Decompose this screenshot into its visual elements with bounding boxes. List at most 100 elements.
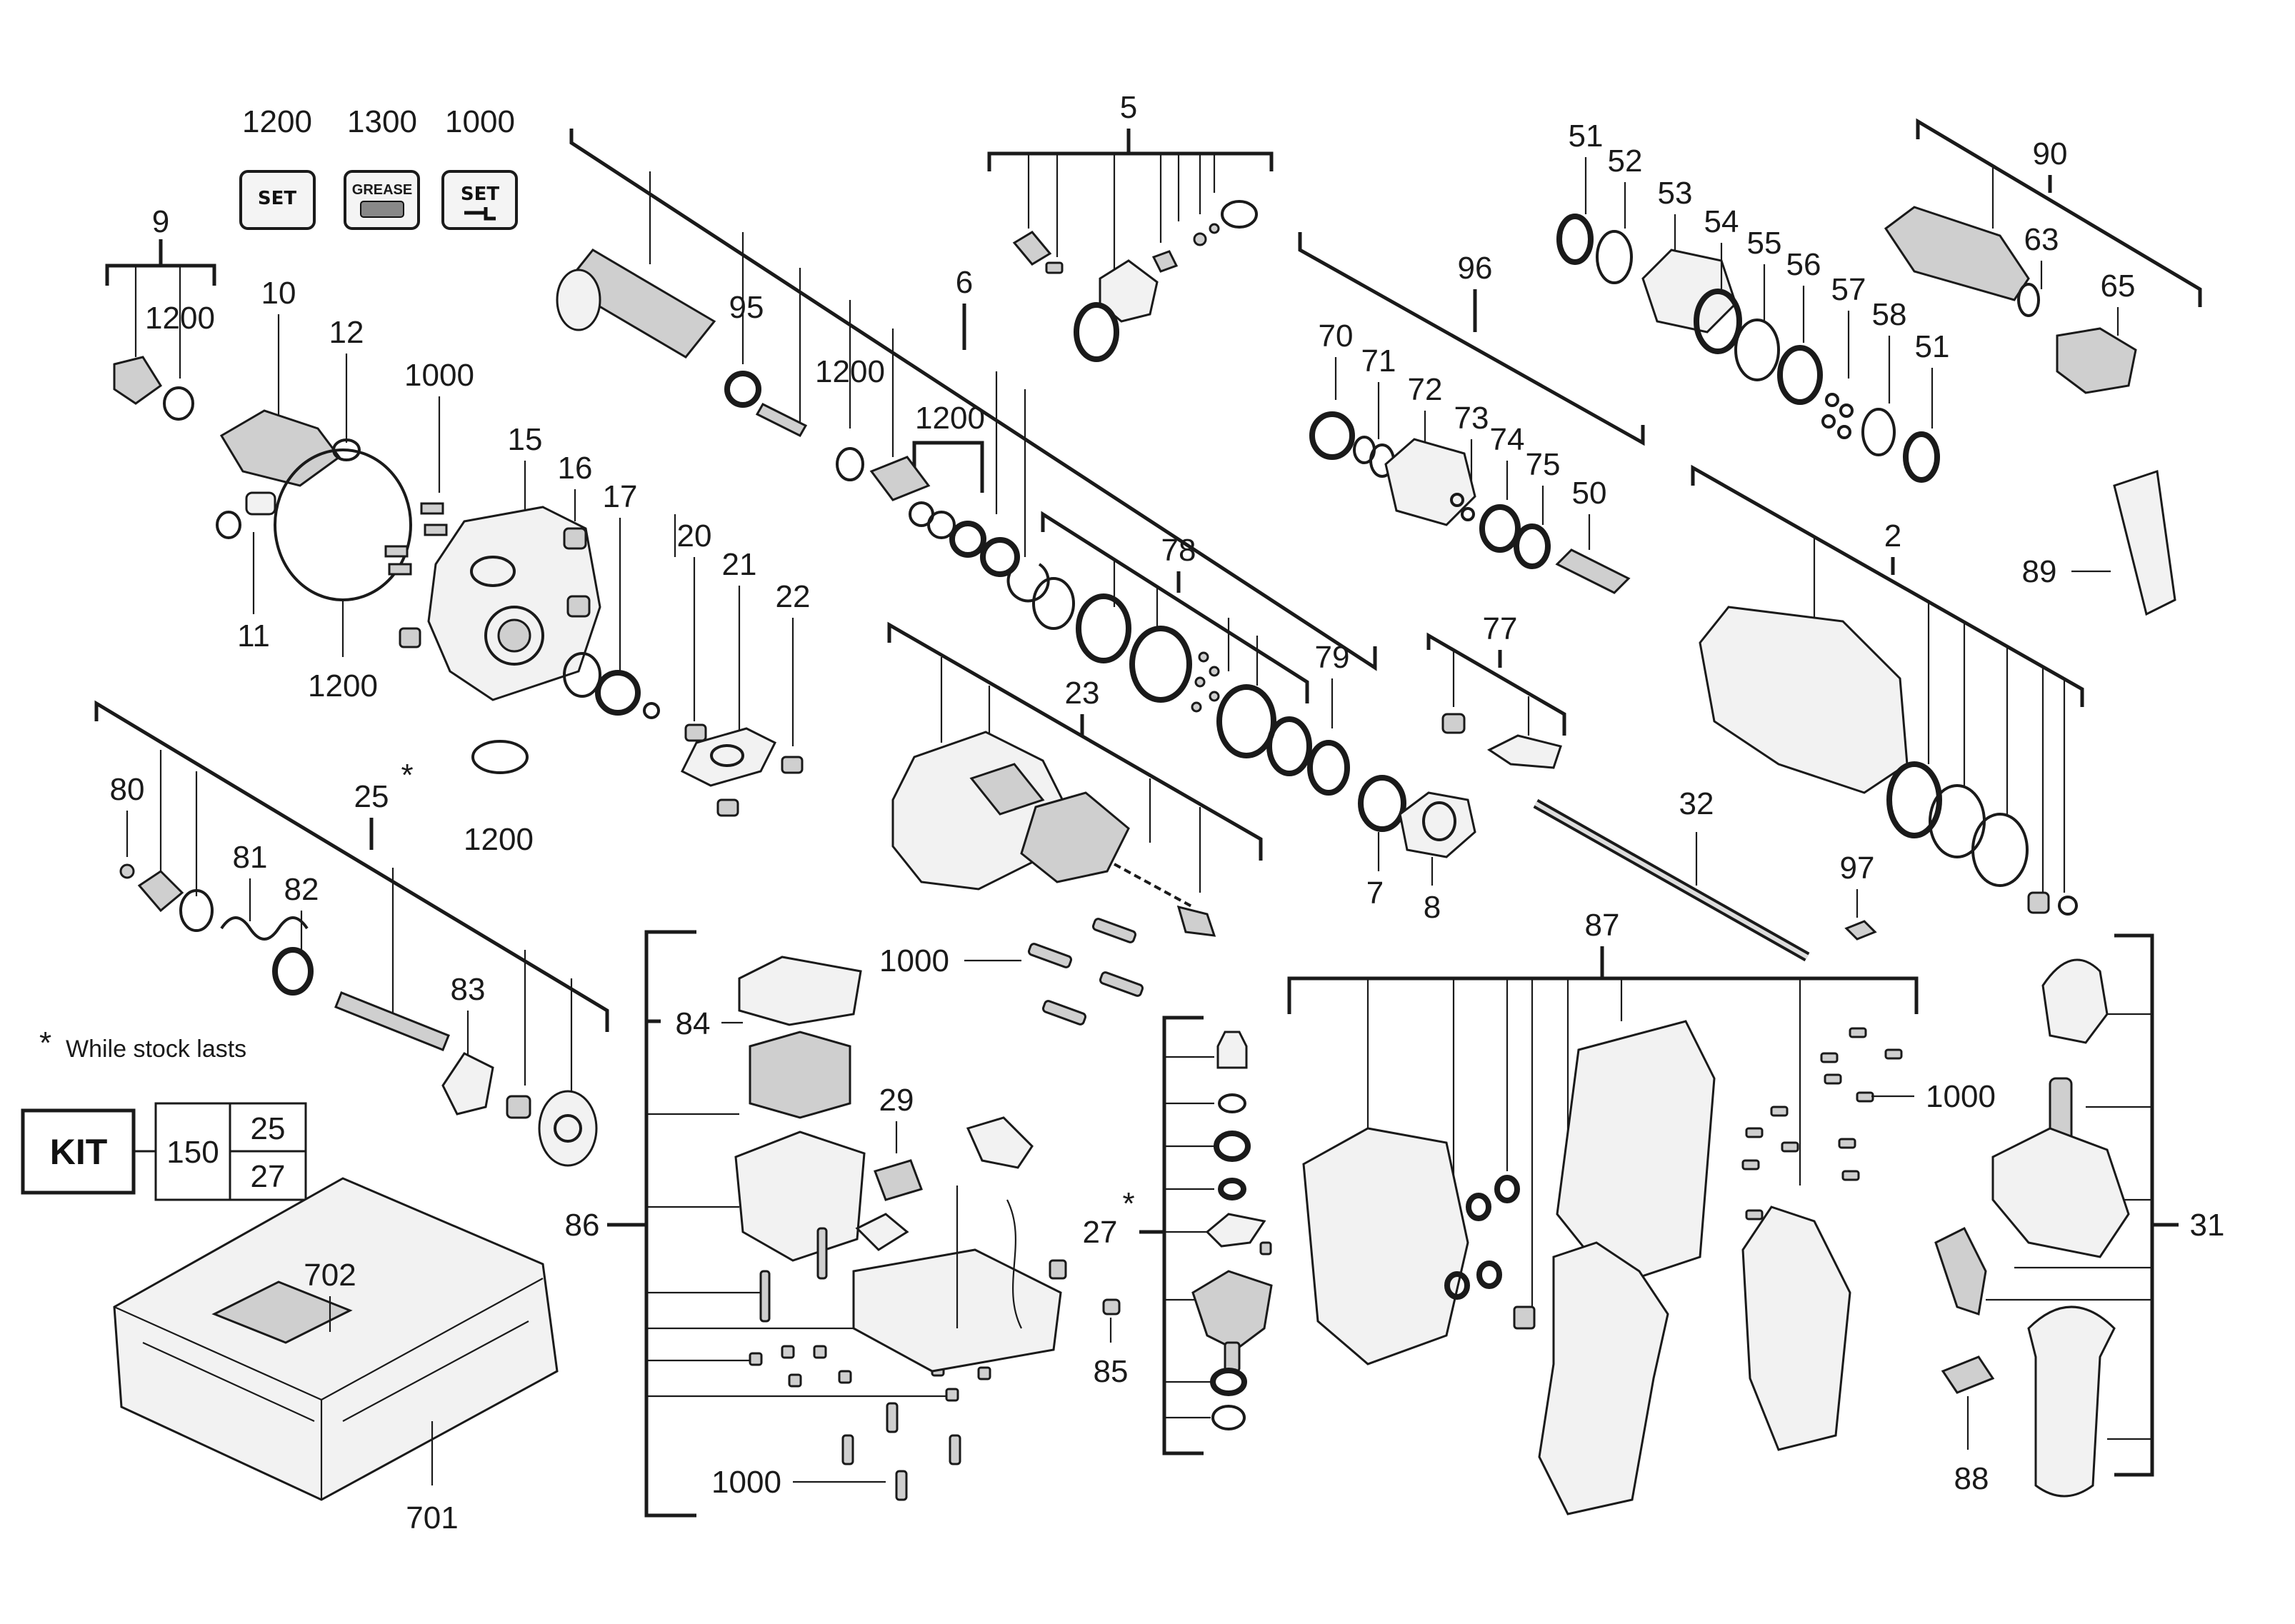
part-label-22: 22 [776, 579, 811, 614]
stock-note: * While stock lasts [39, 1026, 246, 1063]
note-text: While stock lasts [66, 1036, 246, 1063]
part-label-70: 70 [1319, 319, 1354, 354]
part-label-88: 88 [1954, 1461, 1989, 1496]
part-label-79: 79 [1315, 640, 1350, 675]
part-label-51: 51 [1569, 119, 1604, 154]
badge-number: 1000 [445, 104, 515, 139]
part-label-27: 27 [1083, 1215, 1118, 1250]
kit-number: 150 [166, 1135, 219, 1170]
part-label-31: 31 [2190, 1208, 2225, 1243]
group-51-58: 51 52 53 54 55 56 57 58 51 [1556, 119, 1949, 483]
clamp-band [2041, 958, 2109, 1044]
crankshaft-part [219, 409, 341, 487]
clamp-body [1991, 1127, 2130, 1258]
side-handle-grip [2027, 1305, 2116, 1498]
part-label-23: 23 [1065, 676, 1100, 711]
pin-part [245, 491, 276, 516]
part-label-1200: 1200 [308, 668, 378, 703]
part-20-21-22: 20 21 22 [674, 514, 811, 817]
part-label-1000: 1000 [404, 358, 474, 393]
group-87: 87 1000 [1287, 908, 1996, 1515]
part-label-1200: 1200 [815, 354, 885, 389]
part-label-9: 9 [152, 204, 169, 239]
gear-housing [427, 506, 601, 701]
part-label-5: 5 [1120, 90, 1137, 125]
part-label-53: 53 [1658, 176, 1693, 211]
part-label-54: 54 [1704, 204, 1739, 239]
group-96: 96 70 71 72 73 74 75 50 [1298, 232, 1645, 594]
group-5: 5 [987, 90, 1274, 362]
o-ring [163, 386, 194, 421]
part-label-1000: 1000 [1926, 1079, 1996, 1114]
screw-icon [464, 207, 496, 221]
shaft-part [334, 991, 450, 1051]
part-1000-screws: 1000 [384, 358, 474, 576]
part-label-50: 50 [1572, 476, 1607, 511]
part-label-72: 72 [1408, 372, 1443, 407]
badge-text: SET [461, 184, 499, 205]
part-label-95: 95 [729, 290, 764, 325]
part-label-1200: 1200 [145, 301, 215, 336]
part-label-90: 90 [2033, 136, 2068, 171]
part-label-21: 21 [722, 547, 757, 582]
part-32-rod: 32 [1533, 786, 1810, 962]
part-label-8: 8 [1424, 890, 1441, 925]
part-16: 16 [558, 451, 592, 618]
part-label-1200: 1200 [915, 401, 985, 436]
group-86: 86 84 29 1000 [565, 930, 1067, 1518]
part-label-75: 75 [1526, 447, 1561, 482]
kit-item: 27 [251, 1159, 286, 1194]
part-label-65: 65 [2101, 269, 2136, 304]
armature-part [1191, 1270, 1273, 1351]
part-11: 11 [216, 511, 270, 653]
nozzle-part [113, 356, 163, 405]
housing-half-left [1556, 1020, 1716, 1287]
part-label-83: 83 [451, 972, 486, 1007]
part-label-2: 2 [1884, 518, 1901, 553]
part-label-55: 55 [1747, 226, 1782, 261]
chuck-part [1884, 206, 2030, 301]
part-12: 12 [329, 315, 364, 461]
part-label-10: 10 [261, 276, 296, 311]
carry-case: 702 701 [113, 1177, 559, 1535]
case-handle [211, 1280, 353, 1344]
part-label-1000: 1000 [879, 943, 949, 978]
part-label-25-star: * [401, 758, 413, 793]
motor-cover [738, 956, 862, 1026]
part-label-29: 29 [879, 1083, 914, 1118]
badge-number: 1300 [347, 104, 417, 139]
grease-tube-icon [360, 201, 404, 218]
badge-grease-1300: 1300 GREASE [344, 104, 420, 230]
part-label-1000: 1000 [711, 1465, 781, 1500]
part-label-78: 78 [1161, 533, 1196, 568]
part-label-20: 20 [677, 518, 712, 553]
part-label-1200: 1200 [464, 822, 534, 857]
spindle-tube [562, 249, 716, 359]
part-label-84: 84 [676, 1006, 711, 1041]
kit-item: 25 [251, 1111, 286, 1146]
side-cover-left [1302, 1127, 1469, 1365]
piston-ring [1020, 791, 1130, 883]
part-label-80: 80 [110, 772, 145, 807]
part-label-27-star: * [1122, 1186, 1134, 1221]
part-label-96: 96 [1458, 251, 1493, 286]
case-body [113, 1177, 559, 1501]
part-label-63: 63 [2024, 222, 2059, 257]
part-label-56: 56 [1786, 247, 1821, 282]
group-27: 27 * 85 [1083, 1016, 1273, 1455]
kit-table: KIT 150 25 27 [21, 1102, 307, 1201]
kit-label: KIT [50, 1132, 108, 1172]
part-label-6: 6 [956, 265, 973, 300]
part-label-74: 74 [1490, 422, 1525, 457]
part-label-7: 7 [1366, 876, 1384, 911]
part-15-gear-housing: 15 [399, 422, 601, 701]
part-8: 8 [1399, 791, 1476, 925]
group-6-bracket: 95 1200 6 1200 [556, 129, 1377, 671]
part-label-87: 87 [1585, 908, 1620, 943]
part-label-702: 702 [304, 1258, 356, 1293]
part-label-82: 82 [284, 872, 319, 907]
part-10: 10 [219, 276, 341, 516]
housing-half-right [1741, 1206, 1851, 1451]
group-90: 90 63 65 [1884, 118, 2202, 394]
part-label-15: 15 [508, 422, 543, 457]
